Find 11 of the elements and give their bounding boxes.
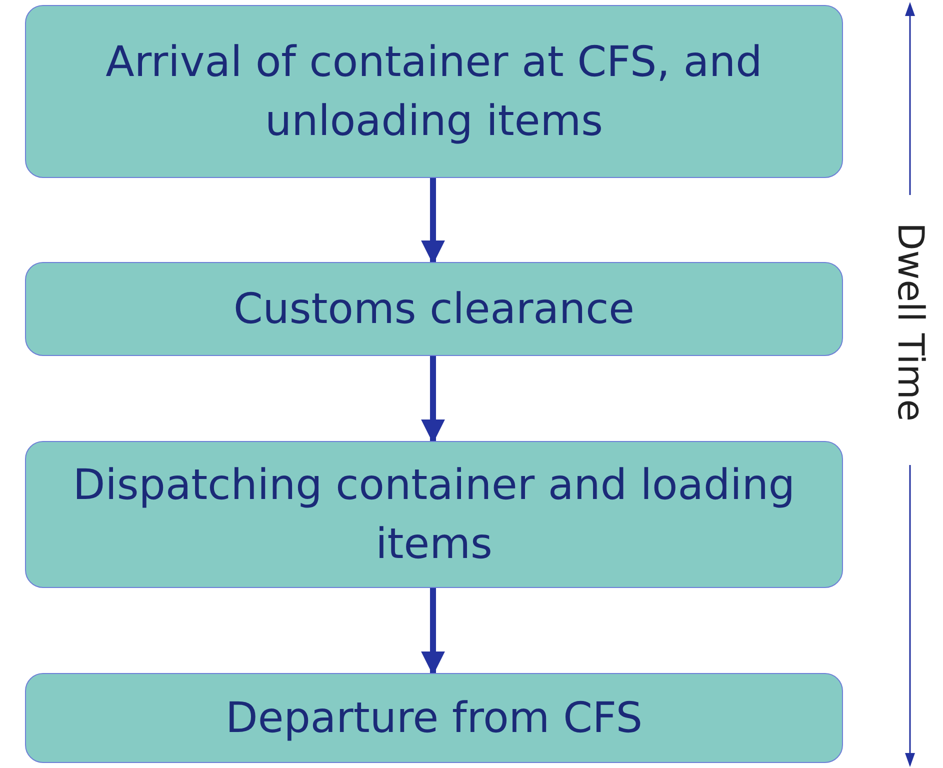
process-text: Departure from CFS — [226, 692, 642, 744]
process-box — [25, 441, 843, 588]
arrow — [421, 178, 445, 264]
process-text: Dispatching container and loading items — [72, 458, 796, 570]
process-box — [25, 5, 843, 178]
process-box — [25, 262, 843, 356]
arrow — [421, 356, 445, 444]
process-box — [25, 673, 843, 763]
process-text: Customs clearance — [233, 282, 635, 335]
arrow — [421, 588, 445, 676]
process-text: Arrival of container at CFS, and unloading items — [104, 36, 764, 146]
